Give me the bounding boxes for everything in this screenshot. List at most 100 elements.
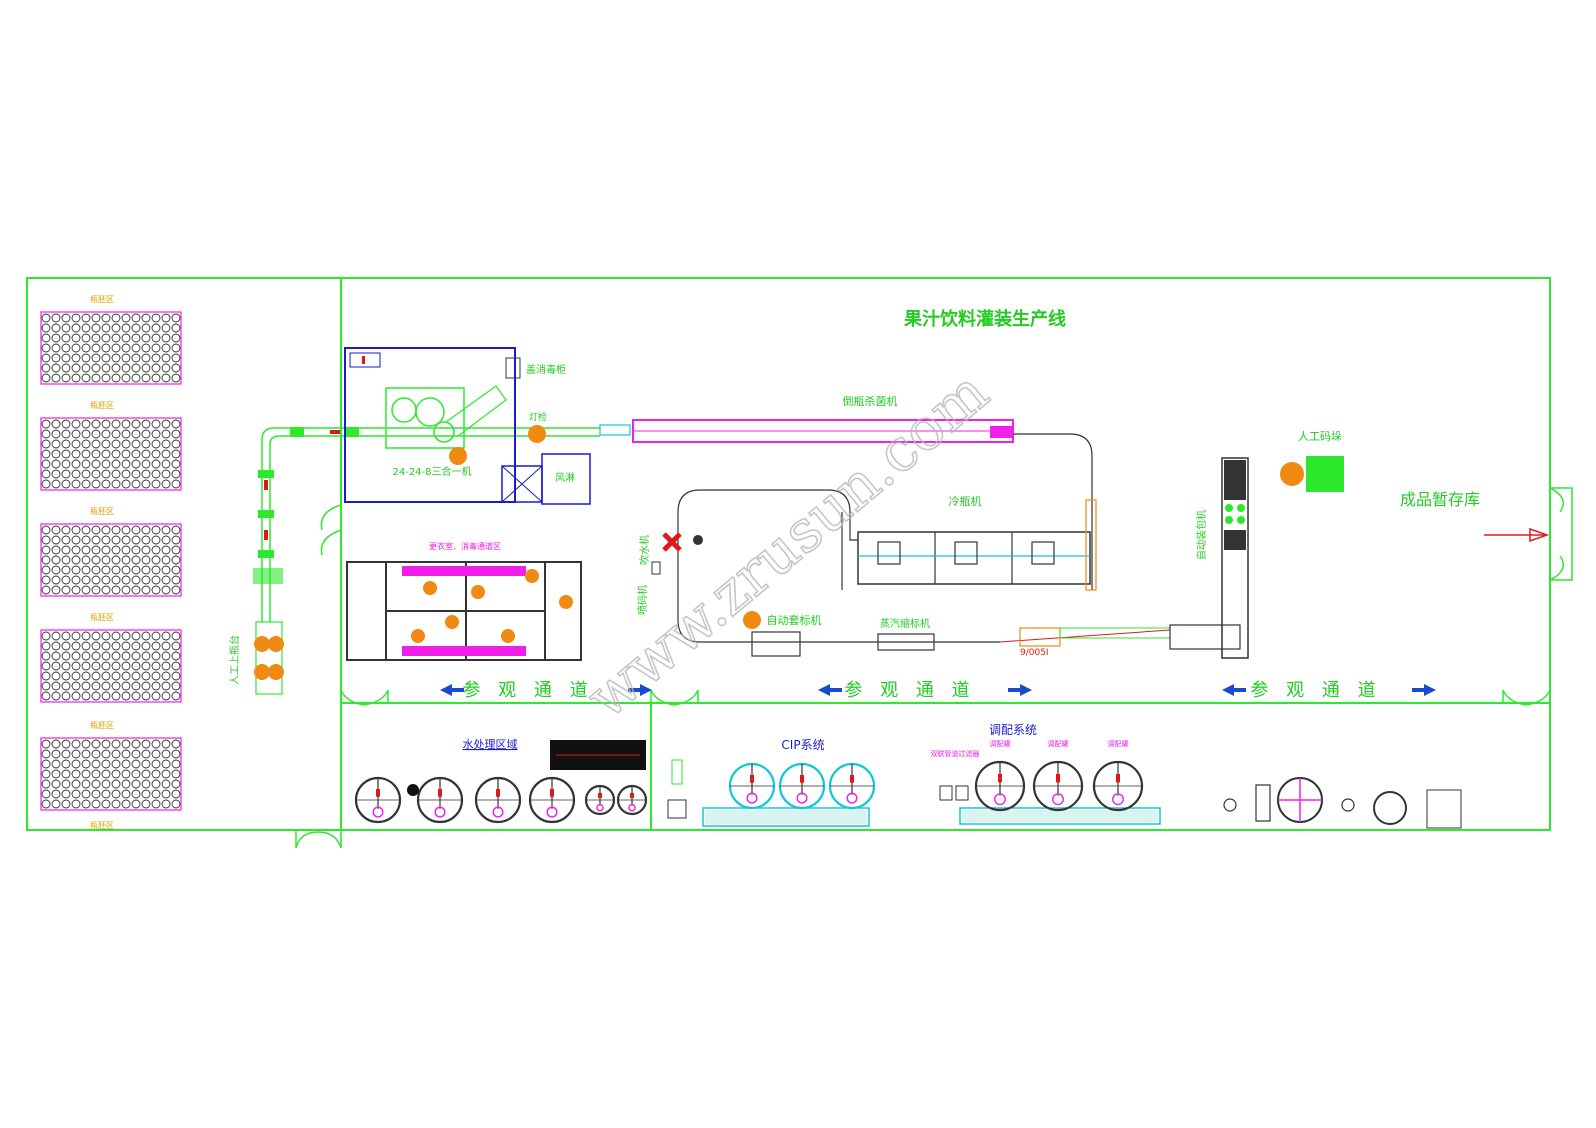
- bottle-preform: [131, 749, 141, 759]
- bottle-preform: [81, 799, 91, 809]
- bottle-preform: [91, 525, 101, 535]
- finished-storage-label: 成品暂存库: [1400, 490, 1480, 509]
- bottle-preform: [121, 363, 131, 373]
- bottle-preform: [131, 575, 141, 585]
- water-treatment-tank: [474, 776, 522, 824]
- bottle-preform: [101, 769, 111, 779]
- bottle-preform: [51, 313, 61, 323]
- bottle-preform: [61, 479, 71, 489]
- bottle-preform: [161, 575, 171, 585]
- bottle-preform: [141, 749, 151, 759]
- pump-dot: [407, 784, 419, 796]
- bottle-preform: [111, 671, 121, 681]
- bottle-preform: [171, 799, 181, 809]
- bottle-preform: [151, 575, 161, 585]
- bottle-preform: [171, 671, 181, 681]
- bottle-preform: [151, 373, 161, 383]
- bottle-preform: [41, 535, 51, 545]
- aisle-label-1: 参 观 通 道: [462, 680, 593, 701]
- bottle-preform: [101, 449, 111, 459]
- bottle-preform: [51, 429, 61, 439]
- pallet-block: [40, 417, 182, 491]
- palletize-label: 人工码垛: [1298, 430, 1342, 443]
- bottle-preform: [71, 363, 81, 373]
- bottle-preform: [81, 779, 91, 789]
- bottle-preform: [121, 691, 131, 701]
- flow-arrows-red: [264, 430, 340, 540]
- bottle-preform: [71, 469, 81, 479]
- bottle-preform: [101, 525, 111, 535]
- pallet-block: [40, 737, 182, 811]
- bottle-preform: [171, 343, 181, 353]
- bottle-preform: [81, 585, 91, 595]
- bottle-preform: [71, 535, 81, 545]
- bottle-preform: [61, 585, 71, 595]
- bottle-preform: [111, 575, 121, 585]
- bottle-preform: [61, 641, 71, 651]
- bottle-preform: [101, 469, 111, 479]
- bottle-preform: [71, 479, 81, 489]
- bottle-preform: [91, 429, 101, 439]
- bottle-preform: [51, 555, 61, 565]
- bottle-preform: [101, 585, 111, 595]
- bottle-preform: [121, 769, 131, 779]
- bottle-preform: [101, 691, 111, 701]
- bottle-preform: [91, 651, 101, 661]
- bottle-preform: [131, 313, 141, 323]
- packer-label: 自动装包机: [1195, 510, 1208, 560]
- bottle-preform: [111, 749, 121, 759]
- bottle-preform: [91, 739, 101, 749]
- bottle-preform: [61, 363, 71, 373]
- bottle-preform: [171, 575, 181, 585]
- bottle-preform: [131, 759, 141, 769]
- bottle-preform: [161, 469, 171, 479]
- bottle-preform: [131, 641, 141, 651]
- bottle-preform: [41, 363, 51, 373]
- bottle-preform: [51, 343, 61, 353]
- bottle-preform: [51, 545, 61, 555]
- bottle-preform: [141, 681, 151, 691]
- bottle-preform: [111, 323, 121, 333]
- bottle-preform: [141, 671, 151, 681]
- bottle-preform: [81, 373, 91, 383]
- bottle-preform: [61, 343, 71, 353]
- bottle-preform: [61, 691, 71, 701]
- storage-label: 瓶胚区: [90, 294, 114, 304]
- bottle-preform: [121, 661, 131, 671]
- watermark-text: www.zrusun.com: [573, 357, 1001, 731]
- bottle-preform: [101, 681, 111, 691]
- cip-tank: [828, 762, 876, 810]
- bottle-preform: [171, 555, 181, 565]
- bottle-preform: [81, 749, 91, 759]
- bottle-preform: [151, 555, 161, 565]
- bottle-preform: [71, 769, 81, 779]
- bottle-preform: [61, 429, 71, 439]
- bottle-preform: [131, 789, 141, 799]
- bottle-preform: [61, 671, 71, 681]
- bottle-preform: [131, 479, 141, 489]
- bottle-preform: [101, 535, 111, 545]
- bottle-preform: [121, 565, 131, 575]
- bottle-preform: [51, 681, 61, 691]
- bottle-preform: [101, 429, 111, 439]
- bottle-preform: [141, 555, 151, 565]
- bottle-preform: [171, 323, 181, 333]
- bottle-preform: [61, 631, 71, 641]
- auto-packer: 自动装包机: [1169, 457, 1249, 659]
- bottle-preform: [121, 641, 131, 651]
- bottle-preform: [131, 585, 141, 595]
- bottle-preform: [81, 429, 91, 439]
- bottle-preform: [161, 459, 171, 469]
- bottle-preform: [111, 439, 121, 449]
- bottle-preform: [81, 691, 91, 701]
- bottle-preform: [121, 535, 131, 545]
- bottle-preform: [71, 545, 81, 555]
- bottle-preform: [171, 779, 181, 789]
- bottle-preform: [81, 759, 91, 769]
- bottle-preform: [71, 691, 81, 701]
- bottle-preform: [41, 525, 51, 535]
- bottle-preform: [101, 343, 111, 353]
- conveyor-to-cooler: [1013, 433, 1093, 590]
- bottle-preform: [41, 373, 51, 383]
- bottle-preform: [61, 651, 71, 661]
